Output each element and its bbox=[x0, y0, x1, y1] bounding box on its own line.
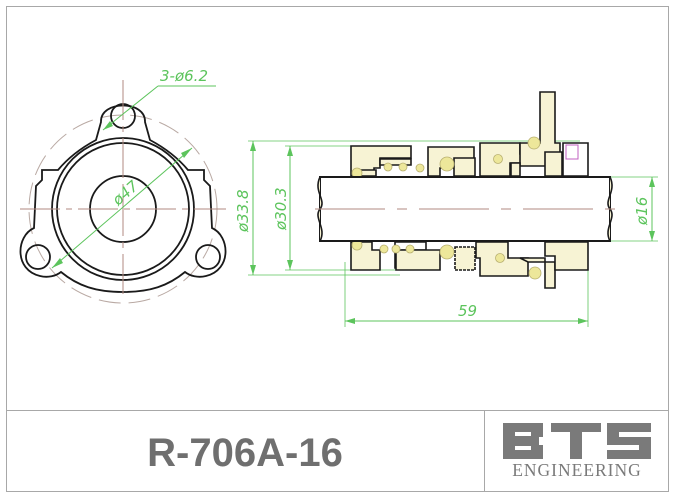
bolt-circle-dimension: ø47 bbox=[108, 177, 142, 210]
bts-logo-icon bbox=[503, 423, 651, 459]
title-block: R-706A-16 ENGINEERING bbox=[6, 410, 669, 492]
outer-diameter-dimension: ø33.8 bbox=[234, 189, 252, 233]
logo-subtitle: ENGINEERING bbox=[512, 460, 642, 480]
bolt-hole-callout: 3-ø6.2 bbox=[160, 67, 208, 85]
section-view: ø33.8 ø30.3 ø16 59 bbox=[234, 91, 658, 327]
company-logo: ENGINEERING bbox=[484, 411, 669, 491]
shaft-diameter-dimension: ø16 bbox=[633, 197, 651, 226]
length-dimension: 59 bbox=[458, 302, 477, 320]
part-number: R-706A-16 bbox=[147, 430, 343, 475]
front-view: ø47 3-ø6.2 bbox=[19, 67, 227, 304]
inner-diameter-dimension: ø30.3 bbox=[272, 187, 290, 231]
